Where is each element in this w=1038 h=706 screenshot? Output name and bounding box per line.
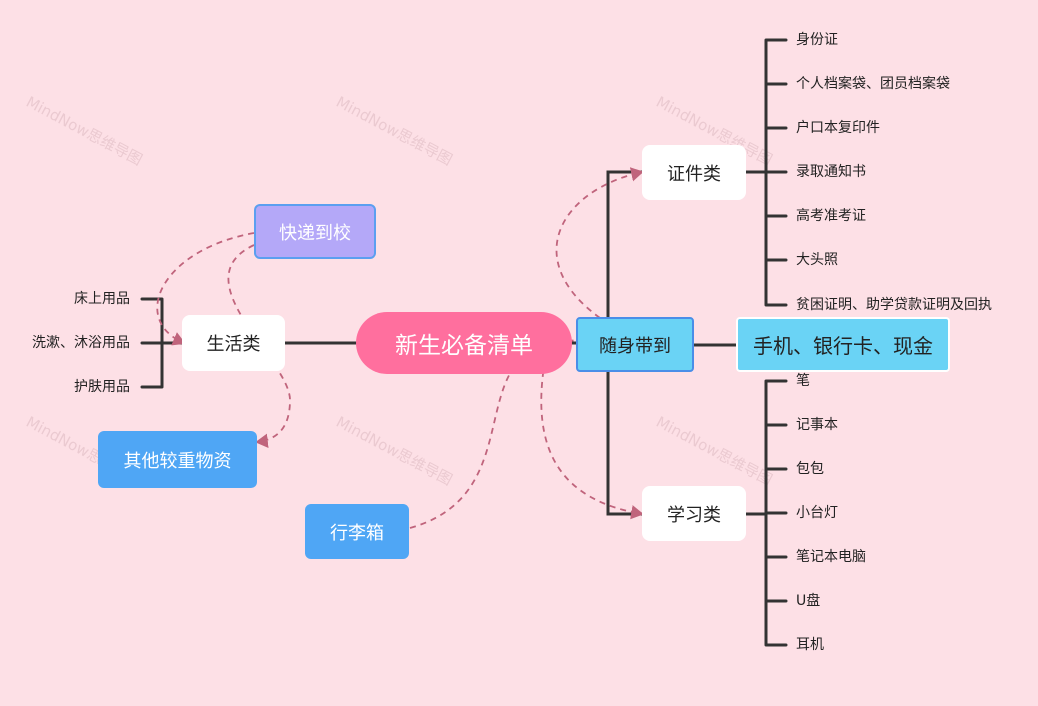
life-item-toiletries: 洗漱、沐浴用品 xyxy=(32,335,130,351)
cash-node[interactable]: 手机、银行卡、现金 xyxy=(736,317,950,372)
express-node[interactable]: 快递到校 xyxy=(254,204,376,259)
docs-item-id: 身份证 xyxy=(796,32,838,48)
dashed-express-heavy xyxy=(227,244,291,448)
study-item-headphones: 耳机 xyxy=(796,637,824,653)
study-item-bag: 包包 xyxy=(796,461,824,477)
study-item-laptop: 笔记本电脑 xyxy=(796,549,866,565)
study-node[interactable]: 学习类 xyxy=(642,486,746,541)
docs-item-admission: 录取通知书 xyxy=(796,164,866,180)
root-node[interactable]: 新生必备清单 xyxy=(356,312,572,374)
study-item-pen: 笔 xyxy=(796,373,810,389)
docs-item-photo: 大头照 xyxy=(796,252,838,268)
line-docs-bracket xyxy=(744,38,788,307)
docs-item-loan: 贫困证明、助学贷款证明及回执 xyxy=(796,297,992,313)
luggage-node[interactable]: 行李箱 xyxy=(305,504,409,559)
line-carry-docs xyxy=(606,170,644,320)
heavy-node[interactable]: 其他较重物资 xyxy=(98,431,257,488)
dashed-carry-docs xyxy=(555,167,644,319)
life-node[interactable]: 生活类 xyxy=(182,315,285,371)
line-study-bracket xyxy=(744,379,788,647)
dashed-carry-study xyxy=(540,359,644,520)
dashed-express-life xyxy=(156,232,255,346)
line-carry-study xyxy=(606,370,644,516)
line-life-bracket xyxy=(140,297,184,389)
docs-item-archive: 个人档案袋、团员档案袋 xyxy=(796,76,950,92)
life-item-skincare: 护肤用品 xyxy=(74,379,130,395)
docs-item-hukou: 户口本复印件 xyxy=(796,120,880,136)
life-item-bedding: 床上用品 xyxy=(74,291,130,307)
docs-item-exam-ticket: 高考准考证 xyxy=(796,208,866,224)
carry-node[interactable]: 随身带到 xyxy=(576,317,694,372)
docs-node[interactable]: 证件类 xyxy=(642,145,746,200)
study-item-lamp: 小台灯 xyxy=(796,505,838,521)
study-item-usb: U盘 xyxy=(796,593,821,609)
study-item-notebook: 记事本 xyxy=(796,417,838,433)
